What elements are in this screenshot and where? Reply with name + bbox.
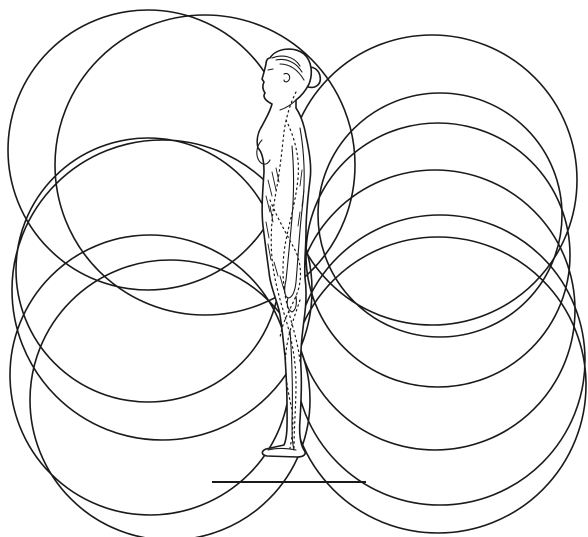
right-circle-5 [295, 215, 585, 505]
right-circle-1 [287, 35, 577, 325]
left-circle-1 [8, 10, 288, 290]
left-circle-5 [10, 235, 290, 515]
right-circle-4 [295, 170, 575, 450]
right-circle-3 [306, 123, 570, 387]
standing-figure [257, 49, 321, 457]
right-circle-group [287, 35, 586, 533]
